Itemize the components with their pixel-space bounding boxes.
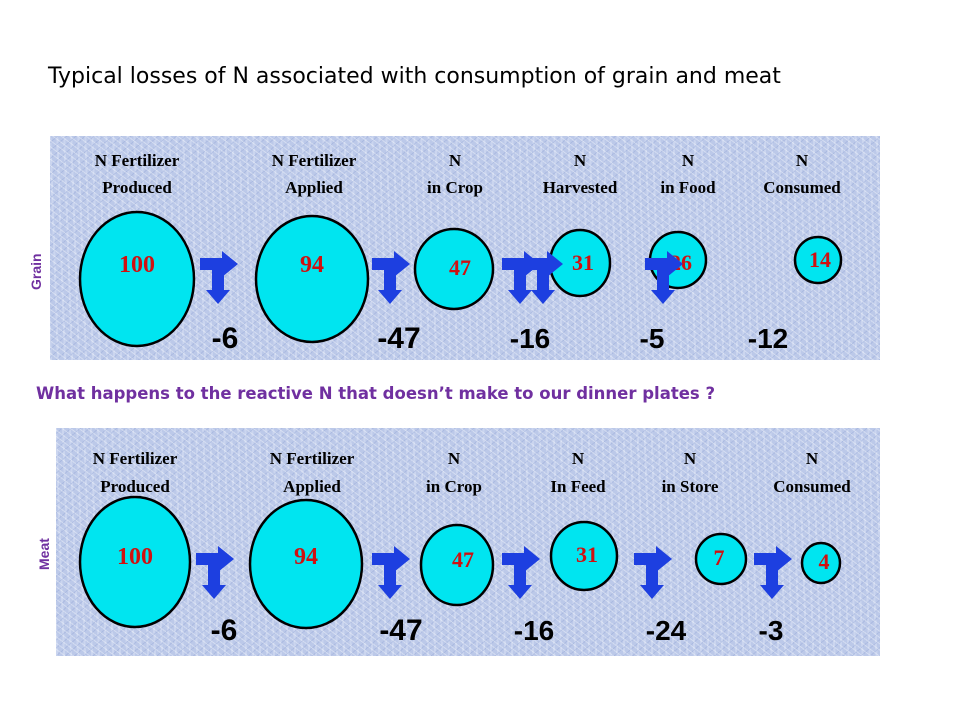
stage-label-line2: in Food	[660, 178, 716, 197]
stage-label-line1: N	[796, 151, 809, 170]
stage-value: 47	[449, 255, 471, 280]
stage-label-line1: N	[448, 449, 461, 468]
stage-label-line1: N	[684, 449, 697, 468]
loss-value: -47	[379, 614, 422, 647]
stage-value: 100	[117, 544, 153, 570]
stage-circle	[78, 210, 196, 348]
stage-label-line2: Applied	[283, 477, 341, 496]
stage-label-line2: Consumed	[773, 477, 851, 496]
stage-label-line2: in Crop	[427, 178, 483, 197]
stage-value: 47	[452, 547, 474, 572]
loss-arrow-icon	[645, 251, 683, 304]
stage-value: 14	[809, 247, 831, 272]
stage-label-line1: N	[682, 151, 695, 170]
loss-value: -6	[211, 614, 238, 647]
stage-value: 31	[572, 250, 594, 275]
loss-arrow-icon	[634, 546, 672, 599]
stage-circle	[793, 235, 843, 285]
loss-arrow-icon	[372, 251, 410, 304]
stage-label-line2: Produced	[100, 477, 170, 496]
meat-side-label: Meat	[36, 538, 52, 570]
loss-value: -16	[510, 323, 550, 354]
loss-value: -24	[646, 615, 687, 646]
loss-arrow-icon	[502, 546, 540, 599]
stage-label-line1: N Fertilizer	[93, 449, 178, 468]
stage-label-line2: Produced	[102, 178, 172, 197]
stage-label-line2: in Store	[662, 477, 719, 496]
stage-circle	[800, 541, 842, 585]
stage-label-line1: N Fertilizer	[272, 151, 357, 170]
stage-circle	[694, 532, 748, 586]
stage-circle	[248, 498, 364, 630]
stage-label-line2: Applied	[285, 178, 343, 197]
loss-arrow-icon	[372, 546, 410, 599]
stage-value: 94	[300, 252, 324, 278]
loss-value: -6	[212, 322, 239, 355]
loss-value: -3	[759, 615, 784, 646]
loss-value: -12	[748, 323, 788, 354]
stage-value: 100	[119, 252, 155, 278]
stage-circle	[549, 520, 619, 592]
grain-side-label: Grain	[28, 253, 44, 290]
loss-arrow-icon	[196, 546, 234, 599]
stage-label-line2: In Feed	[550, 477, 606, 496]
stage-label-line1: N	[572, 449, 585, 468]
stage-label-line2: Consumed	[763, 178, 841, 197]
question-text: What happens to the reactive N that does…	[36, 384, 716, 403]
stage-label-line1: N	[574, 151, 587, 170]
loss-arrow-icon	[754, 546, 792, 599]
stage-circle	[254, 214, 370, 344]
stage-label-line1: N Fertilizer	[270, 449, 355, 468]
stage-circle	[413, 227, 495, 311]
stage-value: 7	[714, 545, 725, 570]
page-title: Typical losses of N associated with cons…	[48, 64, 781, 89]
stage-label-line1: N Fertilizer	[95, 151, 180, 170]
stage-value: 94	[294, 544, 318, 570]
loss-arrow-icon	[502, 251, 540, 304]
loss-arrow-icon	[525, 251, 563, 304]
loss-value: -47	[377, 322, 420, 355]
loss-arrow-icon	[200, 251, 238, 304]
stage-label-line2: in Crop	[426, 477, 482, 496]
stage-label-line2: Harvested	[543, 178, 618, 197]
stage-value: 4	[819, 549, 830, 574]
loss-value: -5	[640, 323, 665, 354]
stage-circle	[78, 495, 192, 629]
stage-label-line1: N	[449, 151, 462, 170]
stage-circle	[419, 523, 495, 607]
stage-label-line1: N	[806, 449, 819, 468]
loss-value: -16	[514, 615, 554, 646]
stage-value: 31	[576, 542, 598, 567]
